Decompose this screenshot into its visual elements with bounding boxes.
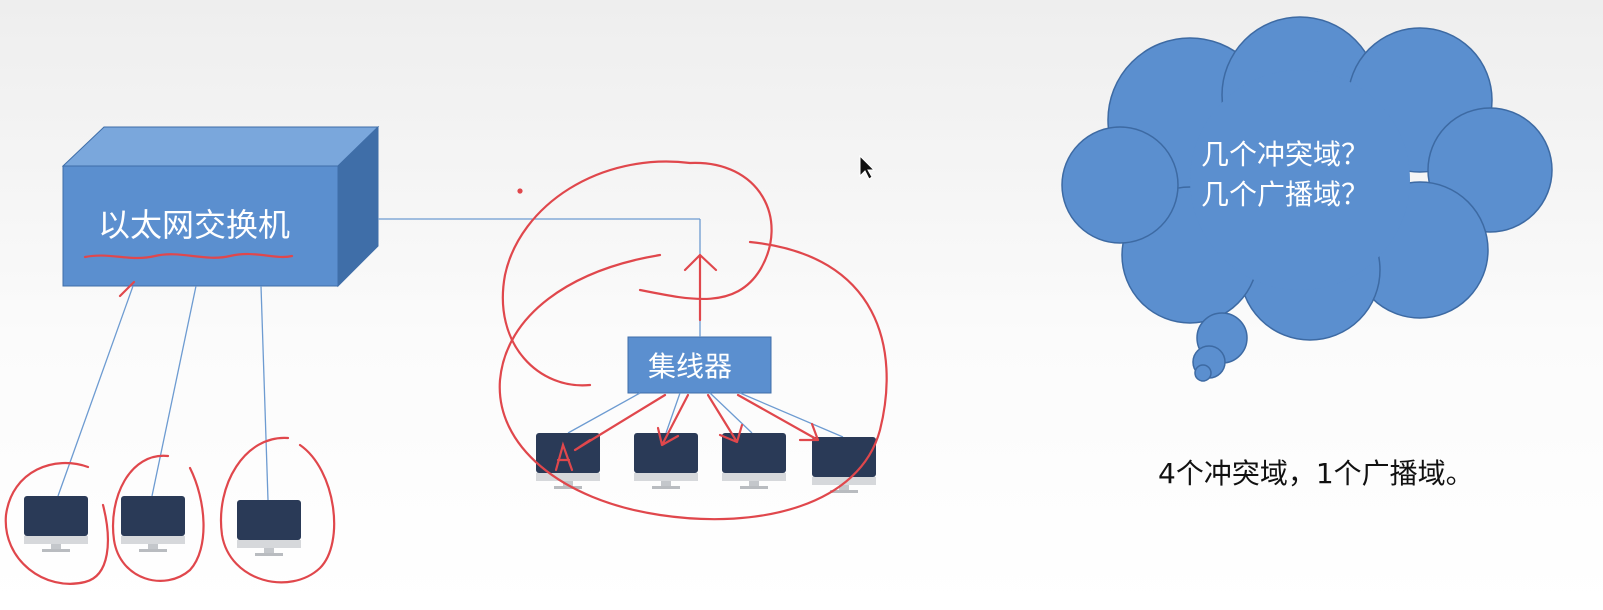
switch-label: 以太网交换机 — [98, 206, 291, 244]
ethernet-switch — [61, 125, 380, 288]
network-cables — [57, 218, 844, 501]
monitor-icon — [812, 437, 876, 493]
monitor-icon — [121, 496, 185, 552]
pen-annotations — [4, 160, 888, 585]
thought-cloud — [1061, 16, 1553, 382]
monitor-icon — [24, 496, 88, 552]
hub-label: 集线器 — [648, 350, 733, 383]
monitor-icon — [634, 433, 698, 489]
answer-text: 4个冲突域，1个广播域。 — [1158, 457, 1474, 490]
question-text: 几个冲突域？ 几个广播域？ — [1140, 135, 1430, 215]
monitor-icon — [237, 500, 301, 556]
question-line-2: 几个广播域？ — [1200, 178, 1369, 211]
question-line-1: 几个冲突域？ — [1200, 138, 1369, 171]
monitor-icon — [722, 433, 786, 489]
cursor-icon — [859, 154, 876, 180]
